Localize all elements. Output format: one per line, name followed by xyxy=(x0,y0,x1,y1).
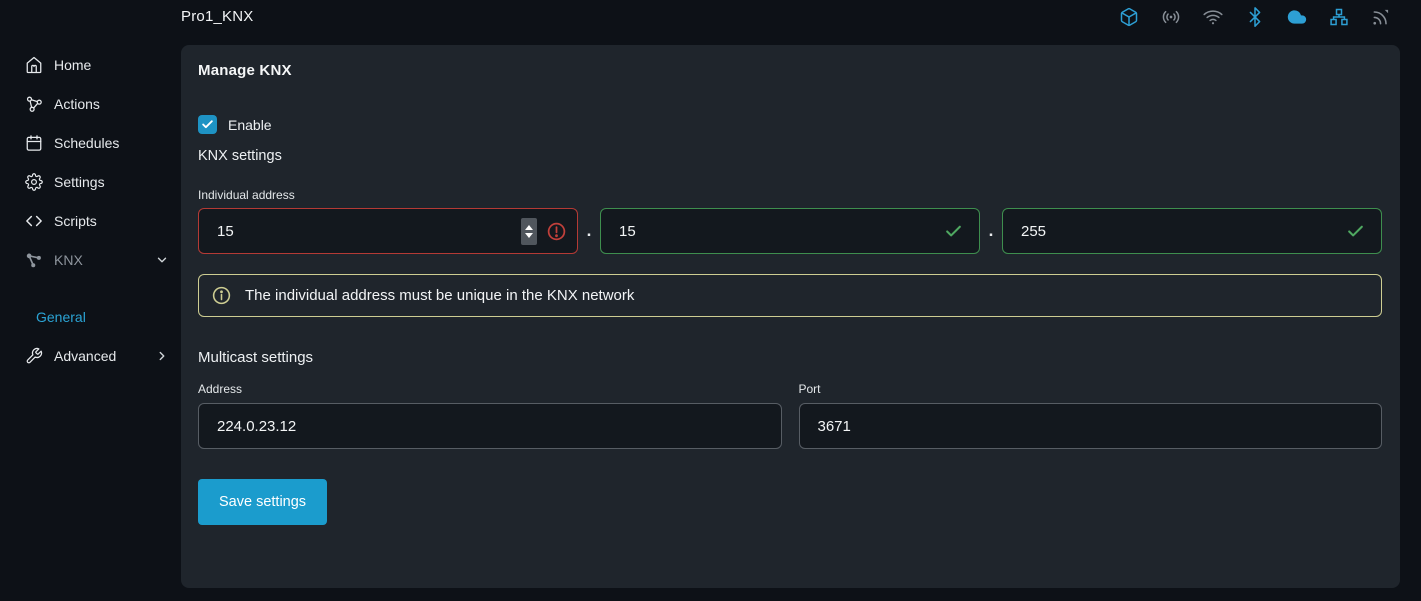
topbar: Pro1_KNX xyxy=(0,0,1421,45)
spinner-down-icon[interactable] xyxy=(525,232,533,238)
cloud-icon[interactable] xyxy=(1286,6,1307,27)
status-icon-row xyxy=(1118,6,1391,27)
individual-address-input-2[interactable] xyxy=(601,209,944,253)
info-message: The individual address must be unique in… xyxy=(245,287,635,304)
sidebar-item-schedules[interactable]: Schedules xyxy=(0,123,181,162)
broadcast-icon[interactable] xyxy=(1160,6,1181,27)
sidebar-item-label: Settings xyxy=(54,173,105,190)
individual-address-row: . . xyxy=(198,208,1382,254)
gear-icon xyxy=(25,172,43,191)
port-label: Port xyxy=(798,382,821,396)
calendar-icon xyxy=(26,134,42,151)
code-icon xyxy=(26,215,42,226)
manage-knx-panel: Manage KNX Enable KNX settings Individua… xyxy=(181,45,1400,588)
sidebar-item-label: Advanced xyxy=(54,347,117,364)
sidebar-item-label: General xyxy=(36,309,86,325)
sidebar-item-advanced[interactable]: Advanced xyxy=(0,336,181,375)
sidebar-item-actions[interactable]: Actions xyxy=(0,84,181,123)
multicast-address-group: Address xyxy=(198,382,782,449)
sidebar-item-settings[interactable]: Settings xyxy=(0,162,181,201)
address-separator: . xyxy=(586,221,592,240)
home-icon xyxy=(26,56,42,73)
individual-address-field-1 xyxy=(198,208,578,254)
network-icon[interactable] xyxy=(1328,6,1349,27)
wifi-icon[interactable] xyxy=(1202,6,1223,27)
number-spinner[interactable] xyxy=(521,217,537,245)
individual-address-input-1[interactable] xyxy=(199,209,521,253)
spinner-up-icon[interactable] xyxy=(525,224,533,230)
enable-label: Enable xyxy=(228,116,272,133)
knx-nodes-icon xyxy=(26,253,41,267)
wrench-icon xyxy=(26,347,43,363)
multicast-settings-title: Multicast settings xyxy=(198,349,314,366)
sidebar-item-label: Schedules xyxy=(54,134,120,151)
sidebar-item-scripts[interactable]: Scripts xyxy=(0,201,181,240)
actions-icon xyxy=(26,96,42,112)
individual-address-input-3[interactable] xyxy=(1003,209,1346,253)
chevron-down-icon[interactable] xyxy=(155,253,169,267)
multicast-port-input[interactable] xyxy=(798,403,1382,449)
knx-settings-title: KNX settings xyxy=(198,148,282,164)
address-label: Address xyxy=(198,382,243,396)
individual-address-label: Individual address xyxy=(198,188,295,202)
save-settings-button[interactable]: Save settings xyxy=(198,479,328,525)
chevron-right-icon[interactable] xyxy=(155,349,169,363)
package-icon[interactable] xyxy=(1118,6,1139,27)
enable-checkbox[interactable] xyxy=(198,115,217,134)
sidebar-item-label: Home xyxy=(54,56,92,73)
valid-check-icon xyxy=(1348,225,1363,236)
sidebar-item-label: KNX xyxy=(54,251,83,268)
sidebar: Home Actions Schedules Settings Scripts … xyxy=(0,45,181,601)
multicast-port-group: Port xyxy=(798,382,1382,449)
valid-check-icon xyxy=(946,225,961,236)
sidebar-item-knx[interactable]: KNX xyxy=(0,240,181,279)
page-title: Pro1_KNX xyxy=(181,8,254,25)
multicast-grid: Address Port xyxy=(198,382,1382,449)
panel-title: Manage KNX xyxy=(198,62,292,79)
sidebar-item-general[interactable]: General xyxy=(0,298,181,336)
signal-icon[interactable] xyxy=(1370,6,1391,27)
info-banner: The individual address must be unique in… xyxy=(198,274,1382,317)
individual-address-field-3 xyxy=(1002,208,1382,254)
bluetooth-icon[interactable] xyxy=(1244,6,1265,27)
sidebar-item-home[interactable]: Home xyxy=(0,45,181,84)
individual-address-field-2 xyxy=(600,208,980,254)
check-icon xyxy=(202,120,213,129)
sidebar-item-label: Actions xyxy=(54,95,100,112)
enable-row: Enable xyxy=(198,115,1382,134)
info-icon xyxy=(212,286,231,305)
sidebar-item-label: Scripts xyxy=(54,212,97,229)
address-separator: . xyxy=(988,221,994,240)
multicast-address-input[interactable] xyxy=(198,403,782,449)
error-icon xyxy=(547,222,566,240)
